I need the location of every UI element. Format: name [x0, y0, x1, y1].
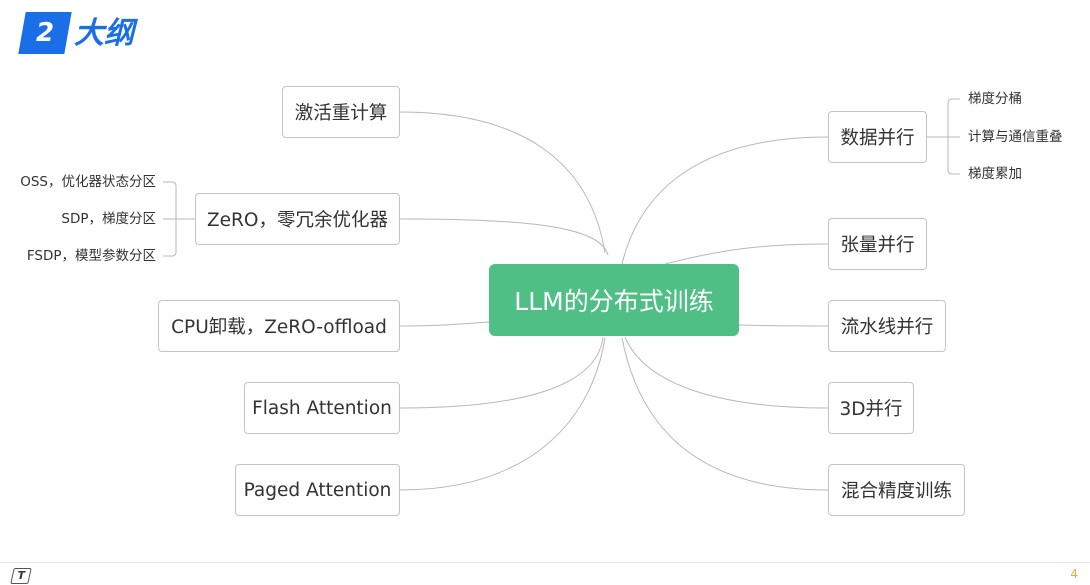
- node-cpu-offload[interactable]: CPU卸载，ZeRO-offload: [158, 300, 400, 352]
- t-logo-icon: T: [10, 568, 32, 584]
- node-zero-optimizer[interactable]: ZeRO，零冗余优化器: [195, 193, 400, 245]
- section-number-badge: 2: [18, 12, 72, 54]
- connector-right-4: [621, 337, 829, 491]
- node-flash-attention[interactable]: Flash Attention: [244, 382, 400, 434]
- node-data-parallel[interactable]: 数据并行: [828, 111, 927, 163]
- leaf-zero-oss: OSS，优化器状态分区: [20, 174, 156, 190]
- section-title: 大纲: [74, 16, 134, 51]
- leaf-dp-accumulation: 梯度累加: [968, 166, 1022, 182]
- node-paged-attention[interactable]: Paged Attention: [235, 464, 400, 516]
- node-tensor-parallel[interactable]: 张量并行: [828, 218, 927, 270]
- connector-left-3: [399, 336, 604, 409]
- connector-left-1: [399, 218, 609, 256]
- leaf-zero-sdp: SDP，梯度分区: [61, 211, 156, 227]
- connector-right-0: [621, 136, 829, 265]
- node-activation-recompute[interactable]: 激活重计算: [282, 86, 400, 138]
- leaf-zero-fsdp: FSDP，模型参数分区: [26, 248, 156, 264]
- leaf-dp-bucketing: 梯度分桶: [968, 91, 1022, 107]
- leaf-dp-overlap: 计算与通信重叠: [968, 129, 1063, 145]
- connector-left-2: [399, 321, 490, 327]
- root-node[interactable]: LLM的分布式训练: [489, 264, 739, 336]
- connector-left-0: [399, 111, 606, 254]
- connector-left-4: [399, 337, 606, 491]
- node-mixed-precision[interactable]: 混合精度训练: [828, 464, 965, 516]
- connector-right-3: [624, 336, 829, 409]
- node-pipeline-parallel[interactable]: 流水线并行: [828, 300, 946, 352]
- connector-right-2: [738, 324, 829, 327]
- connector-right-1: [664, 243, 829, 265]
- node-3d-parallel[interactable]: 3D并行: [828, 382, 914, 434]
- page-number: 4: [1070, 567, 1078, 581]
- footer-divider: [0, 562, 1090, 563]
